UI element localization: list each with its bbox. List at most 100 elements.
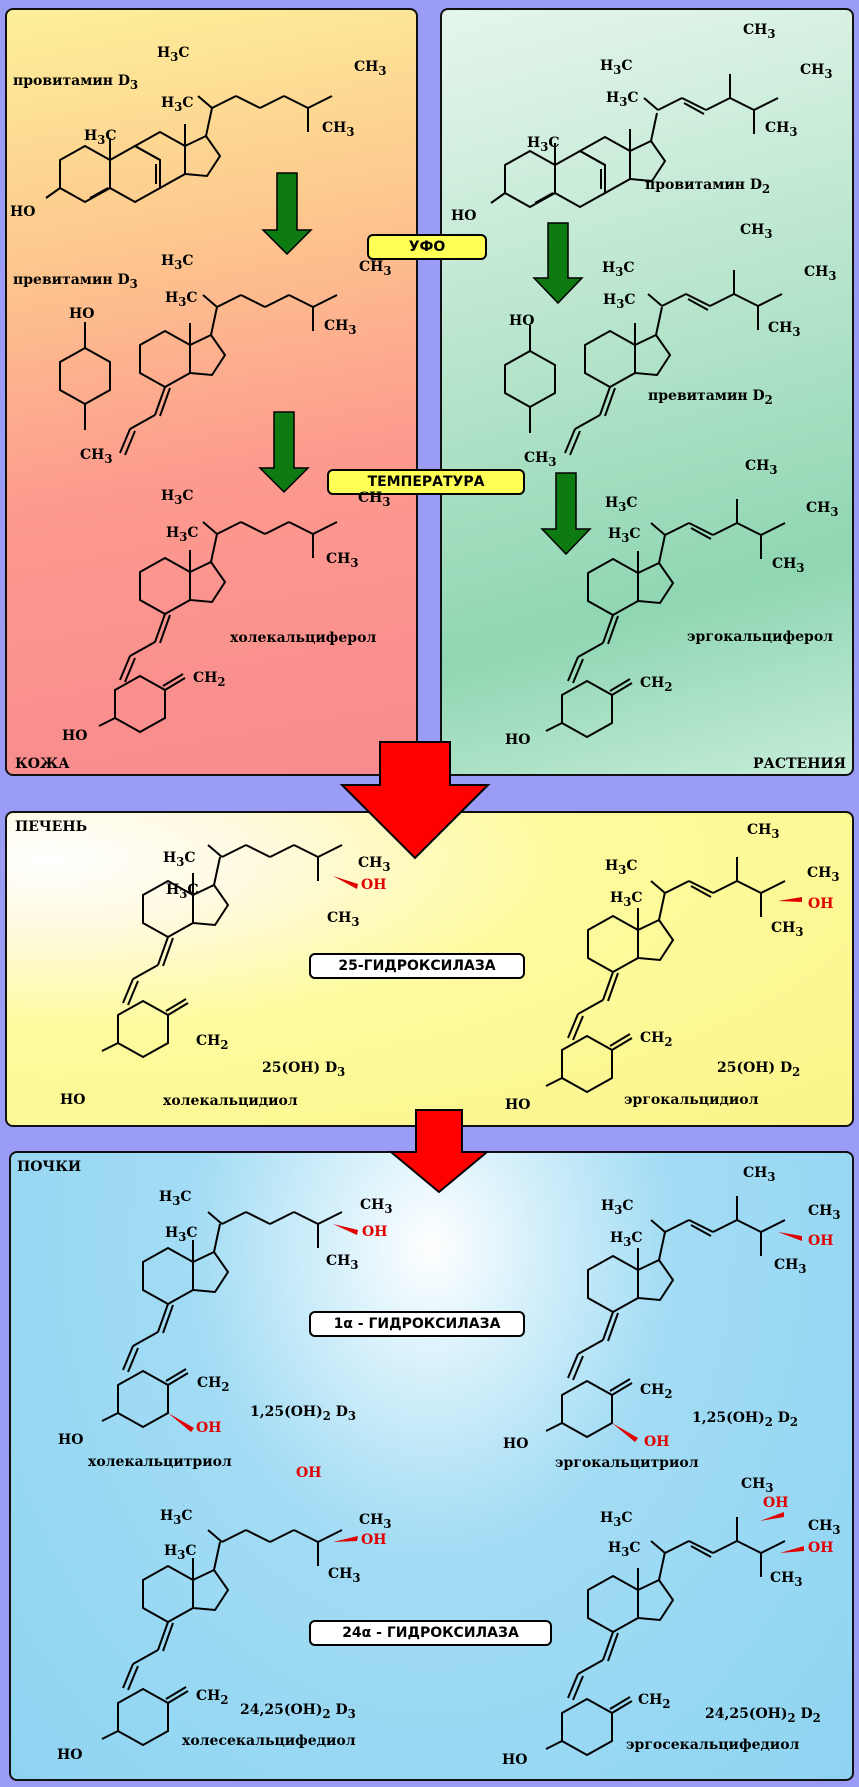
atom-group-ho: HO	[505, 1097, 531, 1113]
hydroxyl-group-oh: OH	[644, 1434, 670, 1450]
atom-group-h3c: H3C	[165, 1225, 198, 1244]
enzyme-24a-hydroxylase: 24α - ГИДРОКСИЛАЗА	[309, 1620, 552, 1646]
label-calcidiol-d2-formula: 25(OH) D2	[717, 1060, 801, 1079]
atom-group-ch2: CH2	[197, 1375, 230, 1394]
plants-panel: РАСТЕНИЯ	[440, 8, 854, 776]
label-cholecalcidiol: холекальцидиол	[163, 1093, 298, 1109]
atom-group-h3c: H3C	[603, 292, 636, 311]
atom-group-ho: HO	[509, 313, 535, 329]
atom-group-ch3: CH3	[806, 500, 839, 519]
atom-group-h3c: H3C	[163, 850, 196, 869]
atom-group-h3c: H3C	[164, 1543, 197, 1562]
zone-label-plants: РАСТЕНИЯ	[753, 756, 846, 772]
atom-group-ch3: CH3	[326, 551, 359, 570]
label-calcitriol-d3-formula: 1,25(OH)2 D3	[250, 1404, 357, 1423]
skin-panel: КОЖА	[5, 8, 418, 776]
arrow-skin-1	[261, 172, 313, 256]
atom-group-ho: HO	[69, 306, 95, 322]
atom-group-ch3: CH3	[808, 1203, 841, 1222]
atom-group-h3c: H3C	[608, 526, 641, 545]
atom-group-ch3: CH3	[770, 1570, 803, 1589]
atom-group-h3c: H3C	[610, 890, 643, 909]
atom-group-h3c: H3C	[161, 95, 194, 114]
atom-group-ch3: CH3	[326, 1253, 359, 1272]
atom-group-ho: HO	[58, 1432, 84, 1448]
atom-group-ch3: CH3	[741, 1476, 774, 1495]
atom-group-ch3: CH3	[774, 1257, 807, 1276]
uv-condition: УФО	[367, 234, 487, 260]
label-cholesecalcifediol: холесекальцифедиол	[182, 1733, 356, 1749]
atom-group-ch3: CH3	[324, 318, 357, 337]
oh-wedge-kid-d2	[778, 1232, 802, 1241]
atom-group-ch3: CH3	[807, 865, 840, 884]
zone-label-kidneys: ПОЧКИ	[17, 1159, 82, 1175]
atom-group-ch3: CH3	[322, 120, 355, 139]
atom-group-h3c: H3C	[165, 290, 198, 309]
atom-group-ch3: CH3	[808, 1518, 841, 1537]
label-ergocalcitriol: эргокальцитриол	[555, 1455, 699, 1471]
atom-group-ch2: CH2	[640, 1382, 673, 1401]
atom-group-h3c: H3C	[527, 135, 560, 154]
label-ergosecalcifediol: эргосекальцифедиол	[626, 1737, 800, 1753]
atom-group-ho: HO	[62, 728, 88, 744]
atom-group-h3c: H3C	[600, 58, 633, 77]
atom-group-h3c: H3C	[159, 1189, 192, 1208]
atom-group-ch3: CH3	[745, 458, 778, 477]
oh-wedge-kid-1a-d3	[168, 1413, 194, 1432]
atom-group-ch3: CH3	[743, 1165, 776, 1184]
hydroxyl-group-oh: OH	[361, 877, 387, 893]
atom-group-ch3: CH3	[765, 120, 798, 139]
label-provitamin-d3: провитамин D3	[13, 73, 139, 92]
oh-wedge-kid-d3	[333, 1224, 358, 1235]
oh-wedge-liver-d2	[778, 897, 802, 902]
arrow-plants-1	[532, 222, 584, 305]
label-calcitriol-d2-formula: 1,25(OH)2 D2	[692, 1410, 799, 1429]
arrow-to-liver	[339, 741, 491, 860]
atom-group-ch3: CH3	[771, 920, 804, 939]
atom-group-ho: HO	[503, 1436, 529, 1452]
atom-group-ch3: CH3	[359, 259, 392, 278]
enzyme-1a-hydroxylase: 1α - ГИДРОКСИЛАЗА	[309, 1311, 525, 1337]
atom-group-ch3: CH3	[740, 222, 773, 241]
hydroxyl-group-oh: OH	[196, 1420, 222, 1436]
hydroxyl-group-oh: OH	[808, 1540, 834, 1556]
atom-group-ch3: CH3	[800, 62, 833, 81]
hydroxyl-group-oh: OH	[808, 1233, 834, 1249]
atom-group-h3c: H3C	[610, 1230, 643, 1249]
atom-group-ho: HO	[505, 732, 531, 748]
hydroxyl-group-oh: OH	[763, 1495, 789, 1511]
atom-group-ch2: CH2	[640, 1030, 673, 1049]
atom-group-ch3: CH3	[354, 59, 387, 78]
label-secalcifediol-d3-formula: 24,25(OH)2 D3	[240, 1702, 356, 1721]
oh-wedge-kid-25-d2	[780, 1546, 804, 1553]
atom-group-ch2: CH2	[193, 670, 226, 689]
label-cholecalcitriol: холекальцитриол	[88, 1454, 232, 1470]
atom-group-ch3: CH3	[359, 1512, 392, 1531]
atom-group-h3c: H3C	[605, 495, 638, 514]
oh-wedge-kid-24-d3	[333, 1536, 358, 1542]
atom-group-ho: HO	[57, 1747, 83, 1763]
atom-group-h3c: H3C	[605, 858, 638, 877]
atom-group-h3c: H3C	[608, 1540, 641, 1559]
atom-group-h3c: H3C	[161, 253, 194, 272]
atom-group-h3c: H3C	[84, 128, 117, 147]
atom-group-ch3: CH3	[804, 264, 837, 283]
atom-group-ch3: CH3	[772, 556, 805, 575]
atom-group-h3c: H3C	[600, 1510, 633, 1529]
atom-group-h3c: H3C	[160, 1508, 193, 1527]
atom-group-ch3: CH3	[768, 320, 801, 339]
hydroxyl-group-oh: OH	[361, 1532, 387, 1548]
enzyme-25-hydroxylase: 25-ГИДРОКСИЛАЗА	[309, 953, 525, 979]
label-ergocalciferol: эргокальциферол	[687, 629, 834, 645]
atom-group-ch3: CH3	[327, 910, 360, 929]
atom-group-ch3: CH3	[524, 450, 557, 469]
atom-group-ch2: CH2	[196, 1688, 229, 1707]
atom-group-h3c: H3C	[157, 45, 190, 64]
label-provitamin-d2: провитамин D2	[645, 177, 771, 196]
zone-label-liver: ПЕЧЕНЬ	[15, 819, 88, 835]
atom-group-ho: HO	[60, 1092, 86, 1108]
atom-group-ch2: CH2	[638, 1692, 671, 1711]
arrow-plants-2	[540, 472, 592, 556]
